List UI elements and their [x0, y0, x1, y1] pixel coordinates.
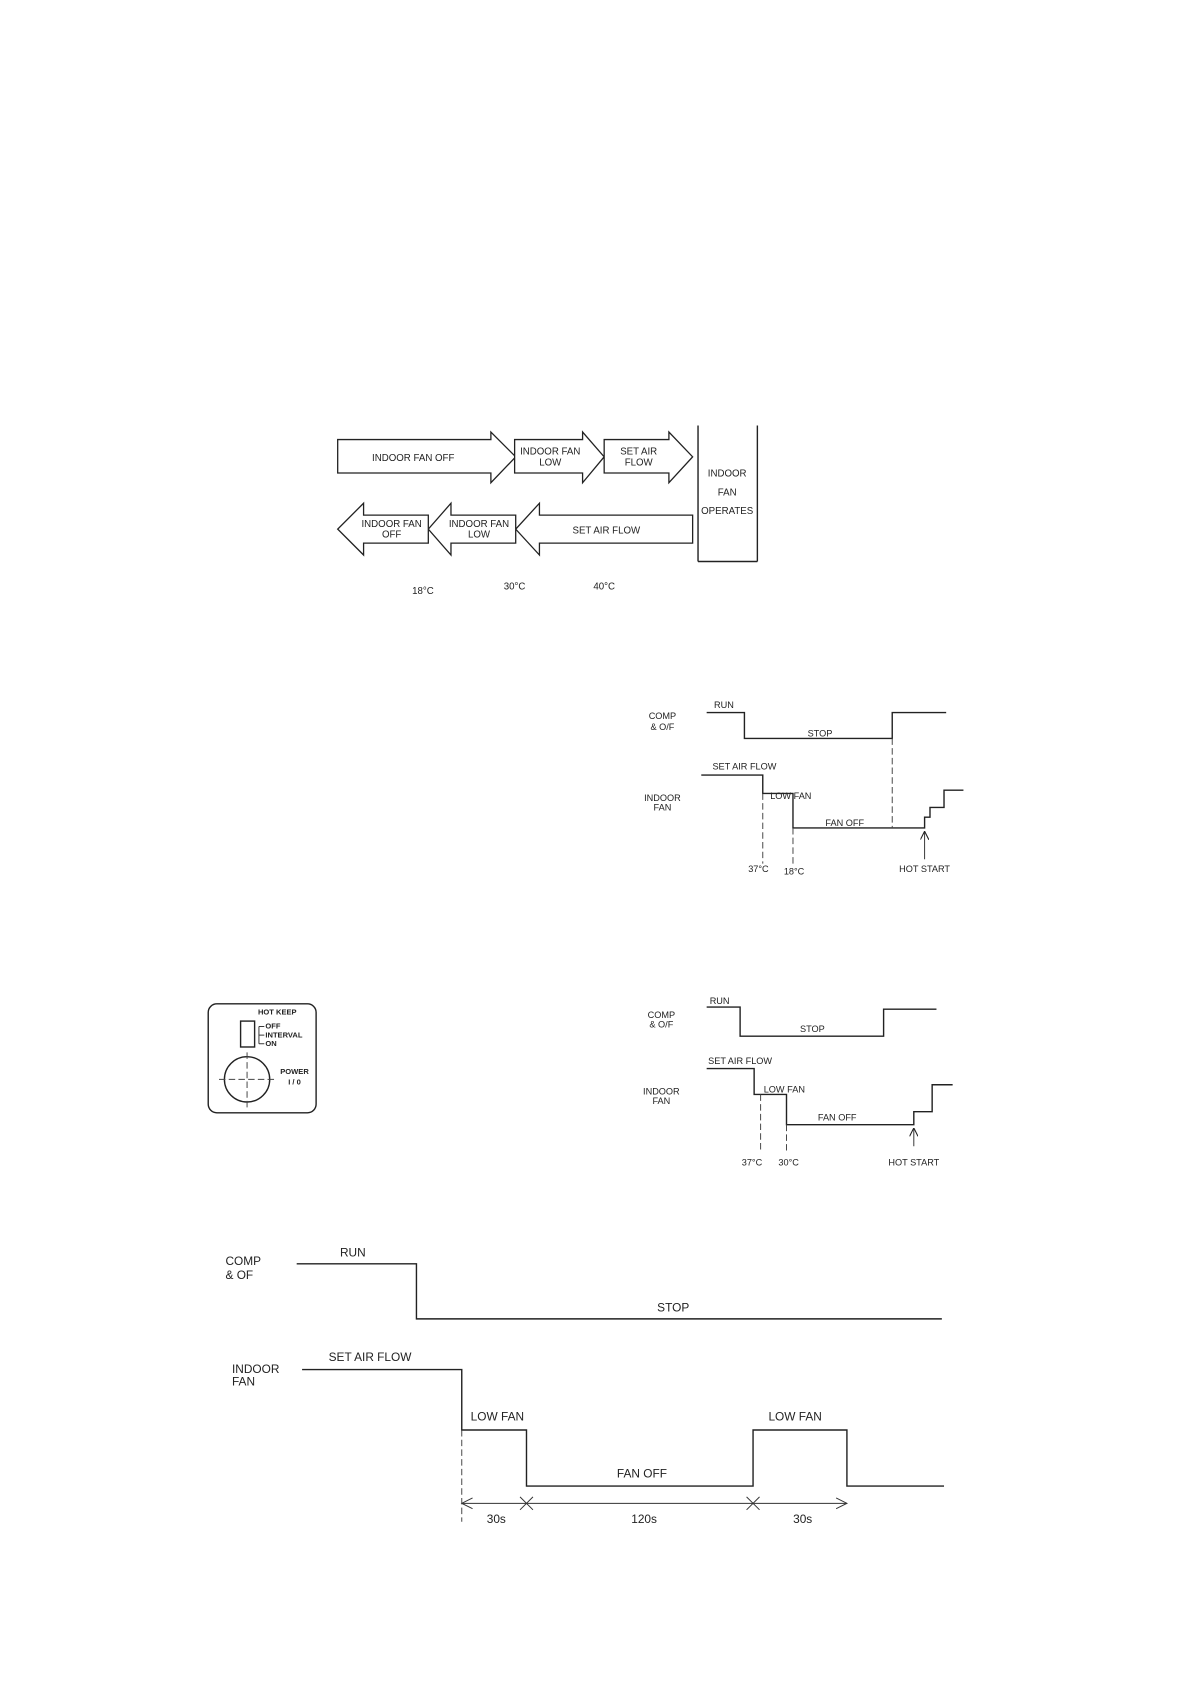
stop-label: STOP [800, 1024, 825, 1034]
arrow-set-air-flow-right [603, 430, 694, 485]
hot-start-label: HOT START [888, 1158, 939, 1168]
fan-off-label: FAN OFF [818, 1112, 857, 1122]
comp-label-line-1: COMP [648, 1010, 675, 1020]
label-indoor-fan-off-top: INDOOR FAN OFF [372, 453, 454, 464]
low-fan-label-1: LOW FAN [471, 1409, 524, 1423]
stop-label: STOP [657, 1300, 689, 1314]
duration-dimension-line [460, 1496, 849, 1511]
hot-start-label: HOT START [899, 864, 950, 874]
power-label: POWER [280, 1067, 309, 1076]
option-on: ON [265, 1039, 276, 1048]
hot-keep-switch [239, 1020, 256, 1048]
label-indoor-fan-off-bottom-1: INDOOR FAN [361, 519, 421, 530]
temp-label-18: 18°C [784, 866, 805, 876]
low-fan-label-2: LOW FAN [768, 1409, 821, 1423]
duration-label-2: 120s [631, 1512, 657, 1526]
label-set-air-flow-top-2: FLOW [625, 457, 654, 468]
comp-signal-line [706, 1006, 937, 1037]
comp-label-line-1: COMP [225, 1254, 261, 1268]
timing-diagram-a: COMP & O/F RUN STOP SET AIR FLOW INDOOR … [644, 700, 964, 876]
fan-off-label: FAN OFF [825, 818, 864, 828]
comp-label-line-2: & OF [225, 1268, 253, 1282]
fan-label-line-2: FAN [654, 803, 672, 813]
set-air-flow-label: SET AIR FLOW [708, 1056, 772, 1066]
temp-label-1: 18°C [412, 586, 434, 597]
label-operates-3: OPERATES [701, 506, 754, 517]
duration-label-1: 30s [487, 1512, 506, 1526]
fan-signal-line [706, 1067, 953, 1126]
comp-signal-line [296, 1263, 942, 1320]
option-off: OFF [265, 1022, 280, 1031]
label-set-air-flow-top-1: SET AIR [620, 447, 657, 458]
arrow-set-air-flow-left [514, 501, 694, 557]
comp-label-line-2: & O/F [650, 722, 674, 732]
set-air-flow-label: SET AIR FLOW [329, 1350, 413, 1364]
label-operates-2: FAN [718, 488, 737, 499]
temp-label-3: 40°C [593, 582, 615, 593]
temp-label-30: 30°C [778, 1158, 799, 1168]
timing-diagram-c: COMP & OF RUN STOP INDOOR FAN SET AIR FL… [225, 1245, 945, 1526]
indoor-fan-operates-box [697, 425, 759, 563]
panel-frame [207, 1003, 317, 1114]
label-operates-1: INDOOR [708, 468, 747, 479]
fan-label-line-1: INDOOR [232, 1362, 280, 1376]
fan-signal-line [701, 774, 964, 829]
temp-label-2: 30°C [504, 582, 526, 593]
label-indoor-fan-low-bottom-1: INDOOR FAN [449, 519, 509, 530]
arrow-indoor-fan-off-right [337, 430, 517, 485]
fan-label-line-1: INDOOR [643, 1086, 680, 1096]
set-air-flow-label: SET AIR FLOW [712, 762, 776, 772]
fan-label-line-2: FAN [652, 1096, 670, 1106]
run-label: RUN [710, 996, 730, 1006]
timing-diagram-b: COMP & O/F RUN STOP SET AIR FLOW INDOOR … [643, 996, 953, 1168]
label-indoor-fan-off-bottom-2: OFF [382, 530, 401, 541]
label-indoor-fan-low-top-2: LOW [539, 457, 562, 468]
fan-label-line-1: INDOOR [644, 793, 681, 803]
comp-label-line-1: COMP [649, 711, 676, 721]
label-indoor-fan-low-bottom-2: LOW [468, 530, 491, 541]
control-panel: HOT KEEP OFF INTERVAL ON POWER I / 0 [207, 1003, 317, 1114]
low-fan-label: LOW FAN [770, 791, 811, 801]
comp-label-line-2: & O/F [649, 1020, 673, 1030]
power-symbol-label: I / 0 [288, 1078, 301, 1087]
comp-signal-line [706, 711, 947, 740]
fan-off-label: FAN OFF [617, 1466, 667, 1480]
option-interval: INTERVAL [265, 1030, 302, 1039]
switch-position-bracket [258, 1026, 265, 1045]
label-indoor-fan-low-top-1: INDOOR FAN [520, 447, 580, 458]
run-label: RUN [714, 700, 734, 710]
arrow-indoor-fan-low-right [513, 430, 606, 485]
hot-keep-label: HOT KEEP [258, 1008, 297, 1017]
temp-label-37: 37°C [742, 1158, 763, 1168]
run-label: RUN [340, 1245, 366, 1259]
arrow-indoor-fan-off-left [336, 501, 429, 557]
fan-label-line-2: FAN [232, 1375, 255, 1389]
fan-signal-line [302, 1368, 945, 1487]
arrow-indoor-fan-low-left [427, 501, 517, 557]
temp-label-37: 37°C [748, 864, 769, 874]
duration-label-3: 30s [793, 1512, 812, 1526]
stop-label: STOP [808, 728, 833, 738]
label-set-air-flow-bottom: SET AIR FLOW [573, 525, 642, 536]
fan-arrow-diagram: INDOOR FAN OFF INDOOR FAN LOW SET AIR FL… [336, 425, 759, 597]
low-fan-label: LOW FAN [764, 1084, 805, 1094]
